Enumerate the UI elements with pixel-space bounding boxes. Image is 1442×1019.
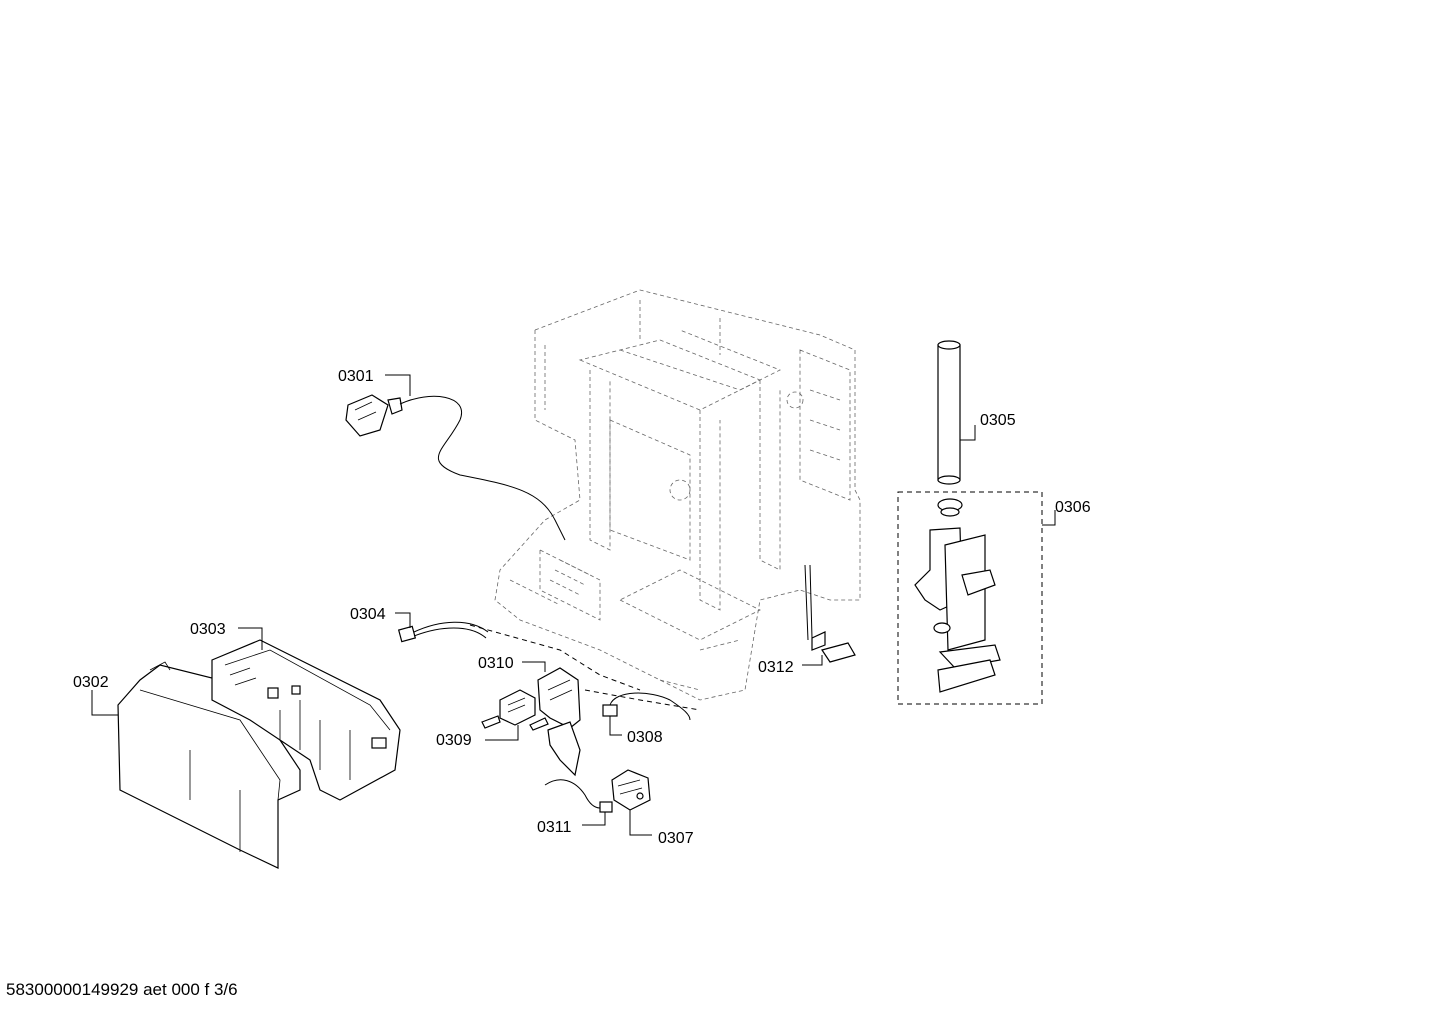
assembly-group-box [897,491,1043,705]
part-valve-assembly [914,498,1001,693]
leader-0311 [582,812,606,826]
part-cable [544,779,613,813]
part-wire-harness [397,621,489,643]
leader-0310 [522,661,546,672]
label-0309: 0309 [436,732,472,749]
label-0312: 0312 [758,659,794,676]
part-sensor [611,769,651,811]
label-0305: 0305 [980,412,1016,429]
part-sensor-board [804,564,856,663]
leader-0309 [485,725,519,741]
leader-0306 [1042,510,1056,526]
label-0307: 0307 [658,830,694,847]
leader-0304 [395,612,411,628]
part-power-cord [345,394,566,541]
label-0310: 0310 [478,655,514,672]
leader-0303 [238,627,263,650]
main-housing-frame [494,289,861,701]
leader-0312 [802,655,823,666]
label-0304: 0304 [350,606,386,623]
part-terminal-block [481,689,549,731]
label-0303: 0303 [190,621,226,638]
label-0301: 0301 [338,368,374,385]
part-bracket [537,667,581,777]
document-reference: 58300000149929 aet 000 f 3/6 [6,980,238,999]
leader-0305 [960,425,976,441]
label-0306: 0306 [1055,499,1091,516]
leader-0302 [91,690,118,716]
label-0311: 0311 [537,819,572,836]
leader-0307 [629,810,652,836]
part-tube [937,340,961,485]
assembly-guide-line-2 [584,689,701,711]
leader-0308 [609,716,622,736]
assembly-guide-line [469,624,641,691]
part-control-module [211,639,401,801]
leader-0301 [385,374,411,396]
label-0302: 0302 [73,674,109,691]
label-0308: 0308 [627,729,663,746]
